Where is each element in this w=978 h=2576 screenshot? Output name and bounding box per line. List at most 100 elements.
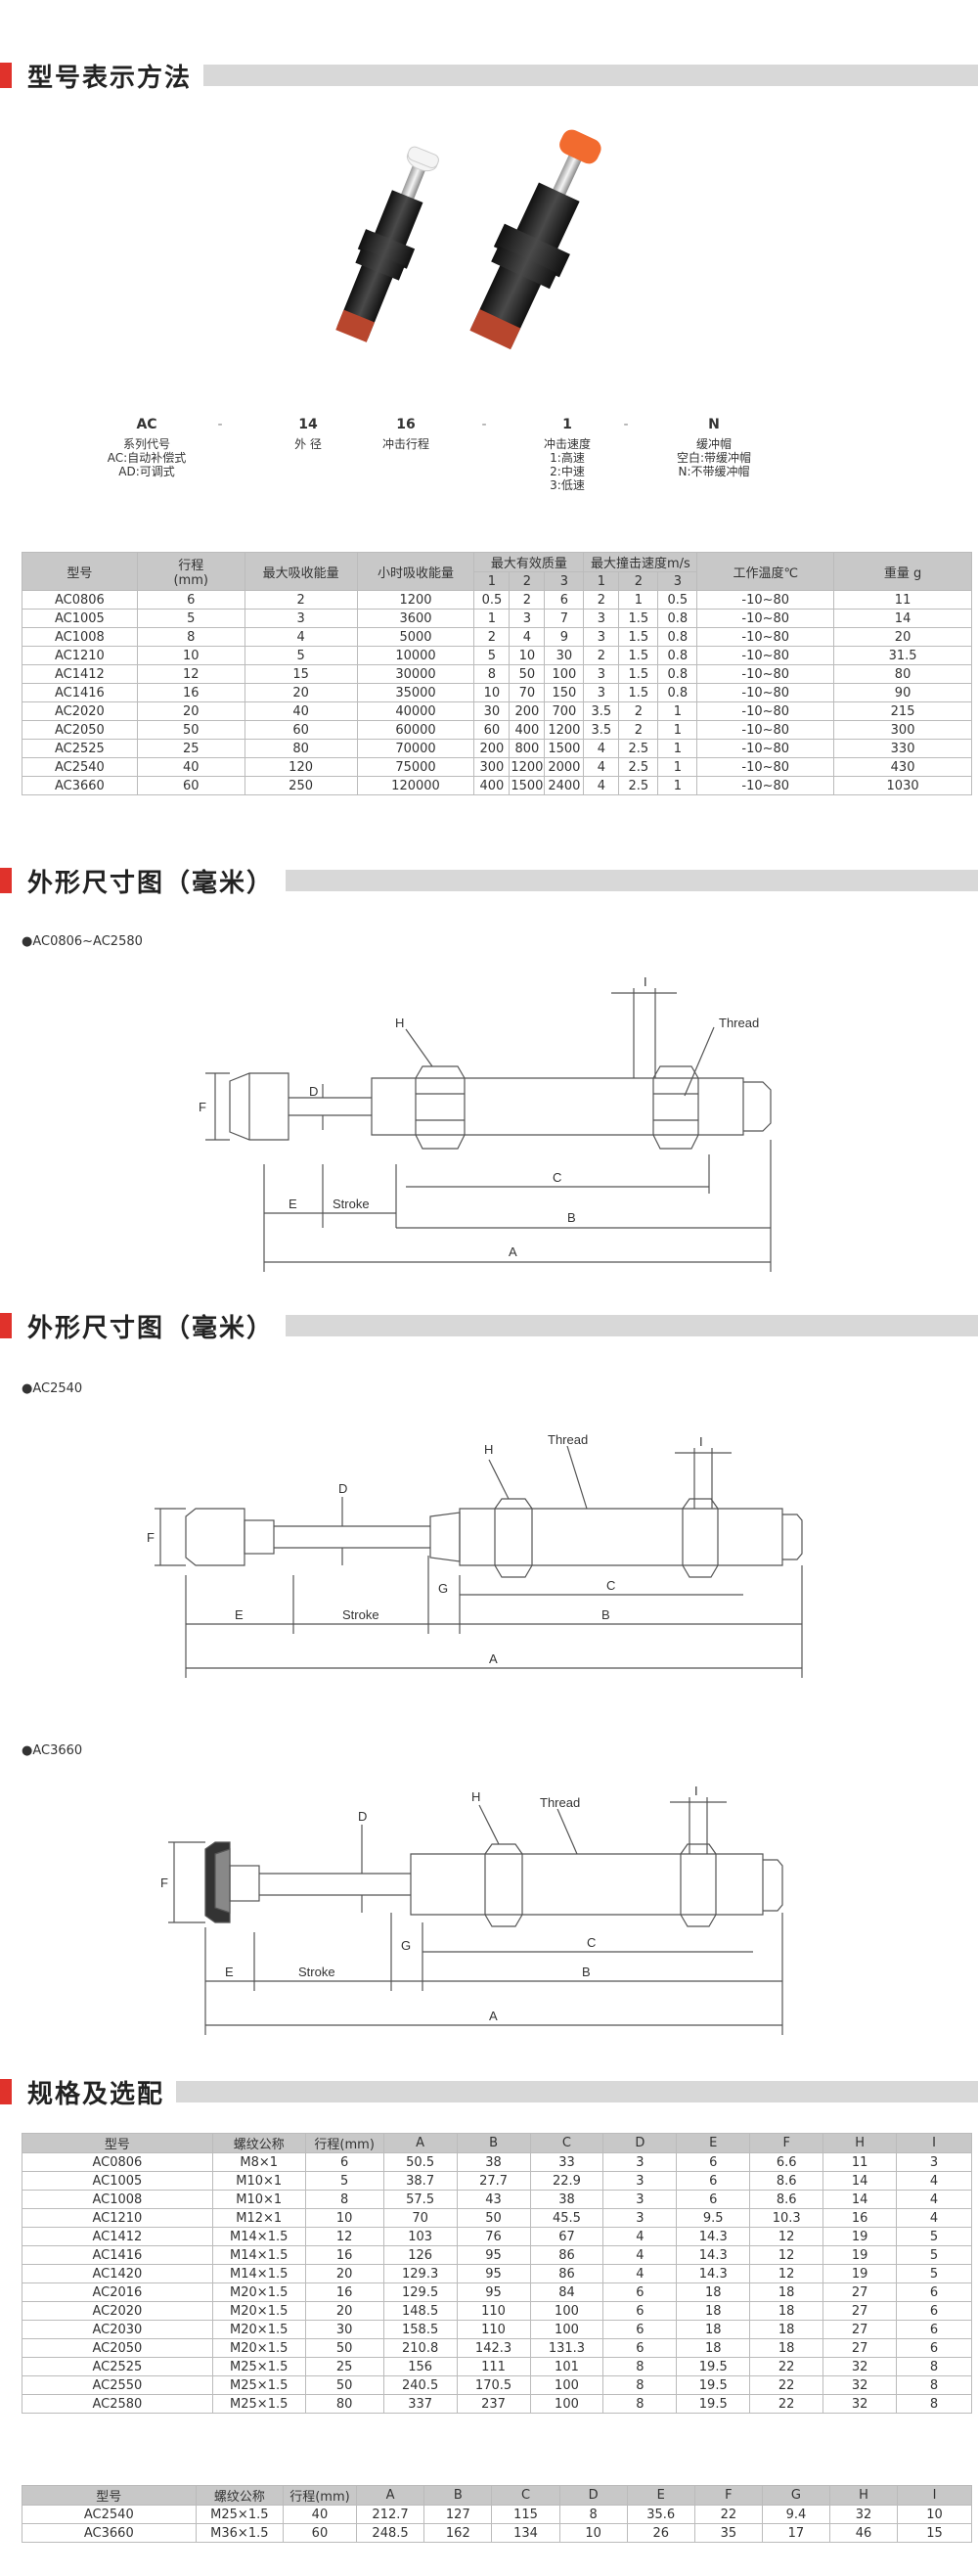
table-cell: 200 (473, 739, 511, 758)
table-cell: 14 (822, 2190, 898, 2209)
table-cell: 76 (456, 2227, 531, 2246)
col-weight: 重量 g (833, 552, 972, 591)
column-header: B (456, 2133, 531, 2153)
table-cell: 50 (136, 720, 245, 740)
code-part-cap: N 缓冲帽 空白:带缓冲帽 N:不带缓冲帽 (655, 418, 773, 478)
table-cell: 84 (529, 2282, 604, 2302)
table-cell: 18 (676, 2282, 751, 2302)
dimension-diagram-ac3660: H Thread I D F G C E Stroke B A (160, 1784, 783, 2035)
table-cell: 14.3 (676, 2264, 751, 2283)
table-cell: 12 (749, 2264, 824, 2283)
table-cell: 9 (544, 627, 585, 647)
table-cell: AC1008 (22, 627, 138, 647)
table-cell: 6 (136, 590, 245, 610)
table-cell: M14×1.5 (211, 2245, 306, 2265)
table-cell: 14.3 (676, 2245, 751, 2265)
table-cell: 115 (491, 2505, 560, 2524)
table-cell: 1200 (356, 590, 475, 610)
table-cell: AC1008 (22, 2190, 213, 2209)
performance-table: 型号 行程(mm) 最大吸收能量 小时吸收能量 最大有效质量 最大撞击速度m/s… (22, 552, 972, 795)
table-cell: 6 (676, 2190, 751, 2209)
code-desc: AC:自动补偿式 (107, 451, 187, 465)
table-cell: 142.3 (456, 2338, 531, 2358)
table-cell: 3 (602, 2171, 678, 2191)
table-cell: AC1416 (22, 2245, 213, 2265)
table-cell: M20×1.5 (211, 2301, 306, 2321)
column-header: 螺纹公称 (195, 2485, 285, 2506)
table-cell: AC1412 (22, 664, 138, 684)
table-cell: 1030 (833, 776, 972, 795)
table-cell: 101 (529, 2357, 604, 2376)
table-cell: 5000 (356, 627, 475, 647)
table-cell: M25×1.5 (211, 2375, 306, 2395)
table-cell: 20 (304, 2301, 384, 2321)
table-cell: 7 (544, 609, 585, 628)
table-cell: AC1210 (22, 646, 138, 665)
dim-label-E: E (289, 1197, 297, 1211)
table-cell: -10~80 (696, 609, 835, 628)
model-label: ●AC0806~AC2580 (22, 934, 143, 949)
dim-label-I: I (694, 1784, 698, 1798)
table-cell: 1 (657, 739, 698, 758)
table-cell: 0.5 (473, 590, 511, 610)
table-cell: 3 (583, 627, 620, 647)
table-cell: AC2580 (22, 2394, 213, 2414)
table-cell: 4 (583, 776, 620, 795)
table-cell: AC2016 (22, 2282, 213, 2302)
section-specs: 规格及选配 (0, 2077, 978, 2109)
shock-absorber-white-cap (335, 146, 439, 342)
table-cell: 32 (828, 2505, 899, 2524)
table-cell: 9.4 (761, 2505, 830, 2524)
table-cell: 60 (473, 720, 511, 740)
table-cell: 75000 (356, 757, 475, 777)
table-cell: 8 (304, 2190, 384, 2209)
table-cell: 3 (602, 2190, 678, 2209)
table-cell: 111 (456, 2357, 531, 2376)
table-cell: 1 (618, 590, 659, 610)
table-cell: AC2030 (22, 2320, 213, 2339)
column-header: F (749, 2133, 824, 2153)
table-cell: 5 (244, 646, 358, 665)
table-cell: 4 (896, 2190, 972, 2209)
column-header: 型号 (22, 2133, 213, 2153)
table-cell: 3 (602, 2208, 678, 2228)
table-cell: 27 (822, 2282, 898, 2302)
table-cell: 16 (822, 2208, 898, 2228)
model-label: ●AC2540 (22, 1381, 83, 1396)
table-cell: AC2525 (22, 2357, 213, 2376)
model-label: ●AC3660 (22, 1743, 83, 1758)
table-cell: 67 (529, 2227, 604, 2246)
table-cell: AC1005 (22, 2171, 213, 2191)
column-header: G (761, 2485, 830, 2506)
table-cell: -10~80 (696, 683, 835, 702)
table-cell: 1500 (509, 776, 546, 795)
shock-absorber-orange-cap (469, 129, 601, 350)
product-photo (335, 129, 601, 350)
code-desc: 外 径 (294, 437, 322, 451)
table-cell: 10 (304, 2208, 384, 2228)
column-header: 型号 (22, 2485, 197, 2506)
code-key: - (217, 417, 223, 432)
table-cell: 17 (761, 2523, 830, 2543)
table-cell: 2 (618, 701, 659, 721)
table-cell: 11 (822, 2152, 898, 2172)
accent-mark (0, 63, 12, 88)
table-cell: 46 (828, 2523, 899, 2543)
column-header: C (491, 2485, 560, 2506)
table-cell: 250 (244, 776, 358, 795)
dim-label-C: C (606, 1578, 615, 1593)
table-cell: 15 (244, 664, 358, 684)
table-cell: AC3660 (22, 776, 138, 795)
dimension-diagram-ac0806: H D F I Thread C E Stroke B A (199, 974, 772, 1272)
table-cell: 6 (676, 2152, 751, 2172)
table-cell: M25×1.5 (211, 2394, 306, 2414)
table-cell: 18 (676, 2320, 751, 2339)
table-cell: 240.5 (382, 2375, 458, 2395)
table-cell: 1.5 (618, 683, 659, 702)
